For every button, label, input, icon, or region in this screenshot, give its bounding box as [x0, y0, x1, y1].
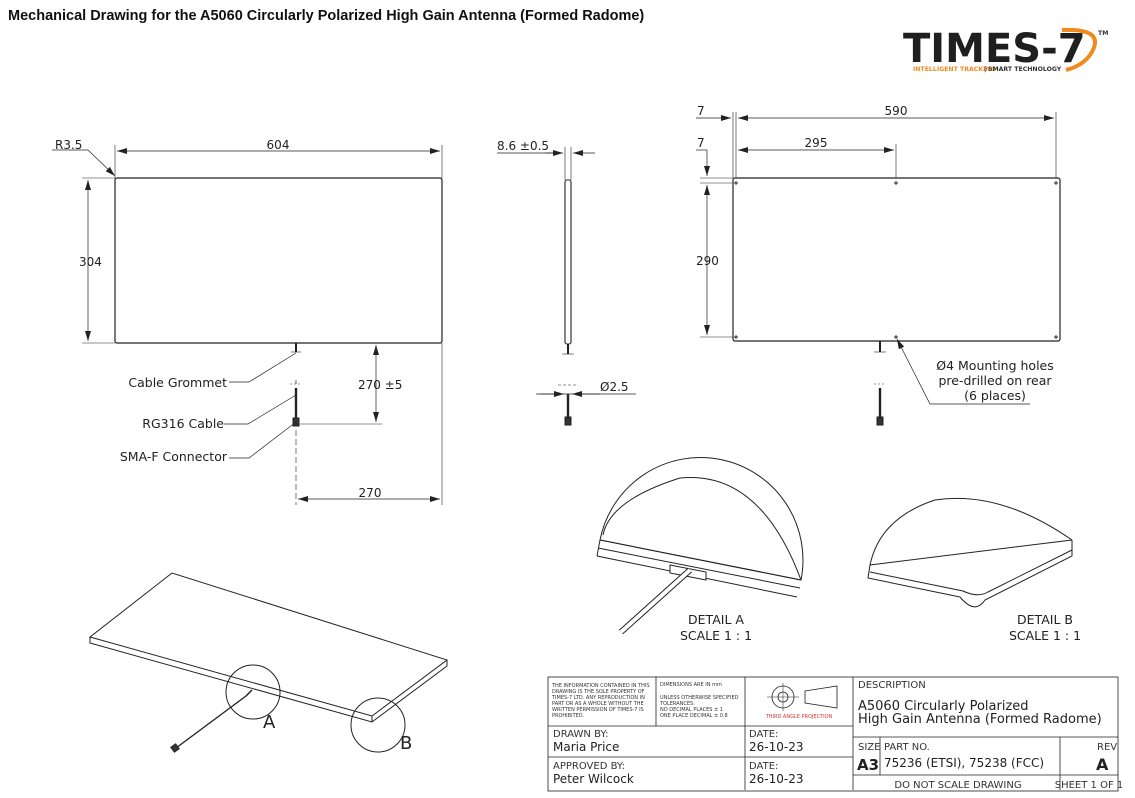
width-dim: 604 — [267, 138, 290, 152]
logo-tagline-right: SMART TECHNOLOGY — [988, 66, 1062, 73]
front-view-labels: R3.5 604 304 270 ±5 270 Cable Grommet RG… — [55, 138, 402, 500]
isometric-labels: A B — [263, 712, 412, 754]
approved-by-value: Peter Wilcock — [553, 772, 634, 786]
hole-half-x-dim: 295 — [805, 136, 828, 150]
callout-b: B — [400, 733, 412, 754]
notice-line6: PROHIBITED. — [552, 713, 585, 719]
holes-note-line3: (6 places) — [964, 388, 1026, 403]
units-note: DIMENSIONS ARE IN mm — [660, 682, 722, 688]
sma-connector-label: SMA-F Connector — [120, 449, 228, 464]
holes-note-line1: Ø4 Mounting holes — [936, 358, 1054, 373]
rear-view — [696, 112, 1061, 426]
hole-span-x-dim: 590 — [885, 104, 908, 118]
side-view — [497, 147, 636, 426]
logo-swoosh-icon — [1061, 27, 1097, 72]
projection-label: THIRD ANGLE PROJECTION — [765, 714, 833, 720]
title-block-text: THE INFORMATION CONTAINED IN THIS DRAWIN… — [551, 680, 1123, 791]
description-line1: A5060 Circularly Polarized — [858, 699, 1029, 714]
drawn-date-value: 26-10-23 — [749, 740, 803, 754]
description-label: DESCRIPTION — [858, 680, 926, 691]
detail-a-scale: SCALE 1 : 1 — [680, 628, 752, 643]
drawn-date-label: DATE: — [749, 729, 778, 740]
description-line2: High Gain Antenna (Formed Radome) — [858, 712, 1102, 727]
rev-value: A — [1096, 755, 1109, 774]
tolerance-line4: ONE PLACE DECIMAL ± 0.8 — [660, 713, 728, 719]
front-view — [52, 145, 443, 505]
holes-note-line2: pre-drilled on rear — [939, 373, 1053, 388]
cable-offset-dim: 270 — [359, 486, 382, 500]
tolerance-line1: UNLESS OTHERWISE SPECIFIED — [660, 695, 739, 701]
isometric-view — [88, 572, 449, 753]
detail-a-view — [596, 457, 804, 635]
notice-line2: DRAWING IS THE SOLE PROPERTY OF — [552, 689, 645, 695]
approved-date-value: 26-10-23 — [749, 772, 803, 786]
detail-a-title: DETAIL A — [688, 612, 744, 627]
mounting-hole-icons — [734, 181, 1058, 339]
rear-view-labels: 7 590 7 295 290 Ø4 Mounting holes pre-dr… — [696, 104, 1054, 403]
hole-span-y-dim: 290 — [696, 254, 719, 268]
part-no-value: 75236 (ETSI), 75238 (FCC) — [884, 756, 1044, 770]
callout-a: A — [263, 712, 276, 733]
height-dim: 304 — [79, 255, 102, 269]
size-label: SIZE — [858, 742, 880, 753]
scale-note: DO NOT SCALE DRAWING — [894, 780, 1021, 791]
drawn-by-value: Maria Price — [553, 740, 619, 754]
tolerance-line2: TOLERANCES: — [659, 701, 695, 707]
logo-tm: TM — [1098, 30, 1108, 37]
radius-dim: R3.5 — [55, 138, 82, 152]
size-value: A3 — [857, 756, 879, 774]
drawn-by-label: DRAWN BY: — [553, 729, 609, 740]
detail-a-labels: DETAIL A SCALE 1 : 1 — [680, 612, 752, 643]
notice-line1: THE INFORMATION CONTAINED IN THIS — [551, 683, 650, 689]
detail-b-title: DETAIL B — [1017, 612, 1073, 627]
detail-b-labels: DETAIL B SCALE 1 : 1 — [1009, 612, 1081, 643]
edge-left-dim: 7 — [697, 136, 705, 150]
detail-b-view — [867, 497, 1073, 608]
times7-logo: TIMES-7 TM INTELLIGENT TRACKING | SMART … — [903, 26, 1108, 74]
logo-tagline-sep: | — [984, 66, 986, 74]
title-block — [547, 676, 1119, 792]
page-title: Mechanical Drawing for the A5060 Circula… — [8, 8, 645, 24]
notice-line3: TIMES-7 LTD. ANY REPRODUCTION IN — [551, 695, 645, 701]
notice-line4: PART OR AS A WHOLE WITHOUT THE — [552, 701, 644, 707]
part-no-label: PART NO. — [884, 742, 930, 753]
edge-top-dim: 7 — [697, 104, 705, 118]
sheet-number: SHEET 1 OF 1 — [1055, 780, 1124, 791]
cable-length-dim: 270 ±5 — [358, 378, 402, 392]
side-view-labels: 8.6 ±0.5 Ø2.5 — [497, 139, 629, 394]
logo-tagline-left: INTELLIGENT TRACKING — [913, 66, 996, 73]
detail-b-scale: SCALE 1 : 1 — [1009, 628, 1081, 643]
rg316-cable-label: RG316 Cable — [142, 416, 224, 431]
rev-label: REV — [1097, 742, 1117, 753]
notice-line5: WRITTEN PERMISSION OF TIMES-7 IS — [552, 707, 644, 713]
cable-grommet-label: Cable Grommet — [128, 375, 227, 390]
approved-by-label: APPROVED BY: — [553, 761, 625, 772]
approved-date-label: DATE: — [749, 761, 778, 772]
cable-diameter-dim: Ø2.5 — [600, 380, 629, 394]
thickness-dim: 8.6 ±0.5 — [497, 139, 549, 153]
logo-text: TIMES-7 — [903, 26, 1086, 72]
tolerance-line3: NO DECIMAL PLACES ± 1 — [660, 707, 723, 713]
